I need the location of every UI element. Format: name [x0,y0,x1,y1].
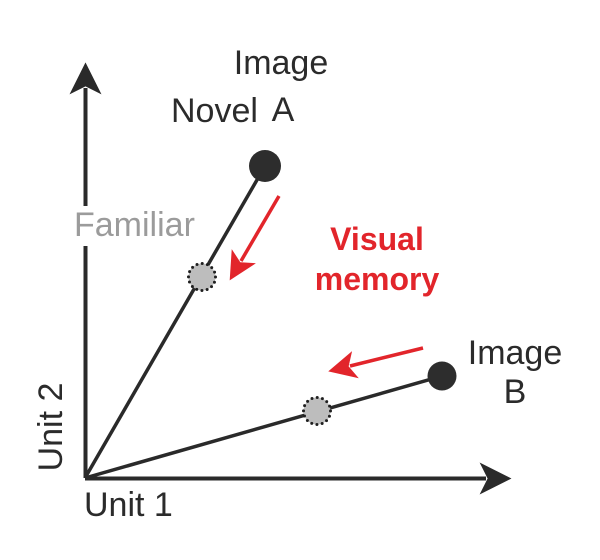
memory-shift-arrow-b [328,346,424,379]
familiar-label: Familiar [70,206,199,246]
visual-memory-line1: Visual [330,221,424,257]
familiar-point-image-a [187,262,217,292]
visual-memory-line2: memory [314,261,440,297]
memory-shift-arrow-a [229,195,281,281]
y-axis-label: Unit 2 [32,382,71,472]
vector-line-image-b [84,374,443,480]
novel-point-image-a [249,150,281,182]
novel-point-image-b [427,361,457,391]
image-b-title: Image [467,334,563,372]
novel-label: Novel [171,92,258,130]
visual-memory-label: Visual memory [315,219,440,299]
image-b-label: Image B [468,334,563,412]
image-a-title: Image [233,44,329,82]
x-axis-label: Unit 1 [84,486,173,524]
familiar-point-image-b [302,396,332,426]
image-a-letter: A [271,91,295,129]
vector-line-image-a [83,165,267,479]
image-b-letter: B [503,373,527,411]
